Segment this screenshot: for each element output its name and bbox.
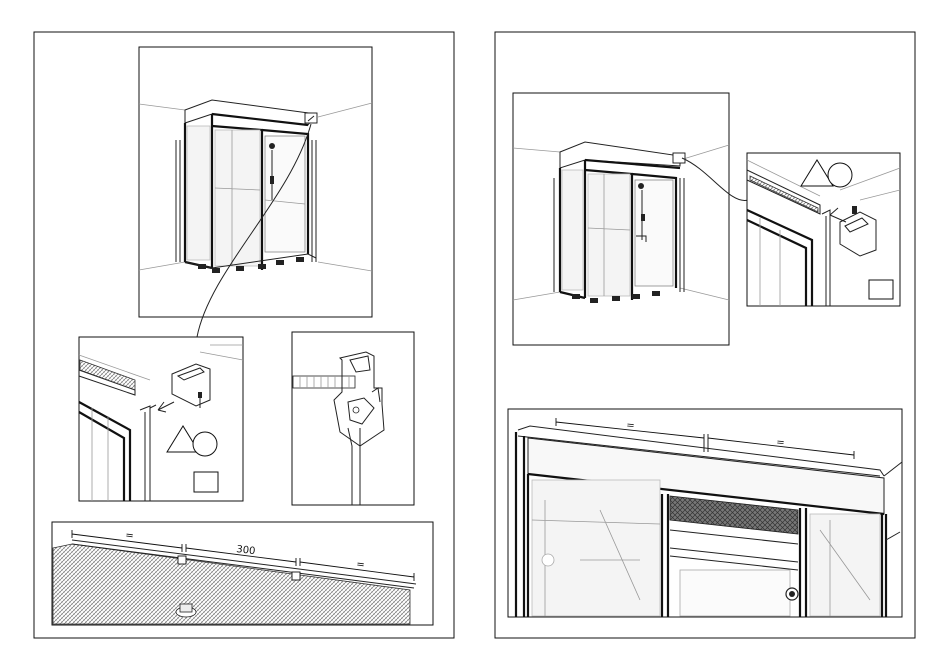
dim-left-label: = [125, 530, 135, 542]
left-page: = 300 = [34, 32, 454, 638]
dim-right-label: = [356, 559, 366, 571]
left-detail-rail: = 300 = [52, 522, 433, 625]
dim-middle-label: 300 [236, 544, 256, 557]
right-page: = = [495, 32, 915, 638]
part-count-box [869, 280, 893, 299]
part-count-box [194, 472, 218, 492]
assembly-check-circle-icon [193, 432, 217, 456]
left-cabin-overview [139, 47, 372, 337]
left-detail-profile-section [292, 332, 414, 505]
left-detail-bracket [79, 337, 243, 501]
right-detail-canopy: = = [508, 409, 902, 617]
right-cabin-overview [513, 93, 748, 345]
assembly-check-circle-icon [828, 163, 852, 187]
dim-left-label: = [626, 420, 635, 432]
right-detail-bracket [747, 153, 900, 306]
dim-right-label: = [776, 437, 785, 449]
